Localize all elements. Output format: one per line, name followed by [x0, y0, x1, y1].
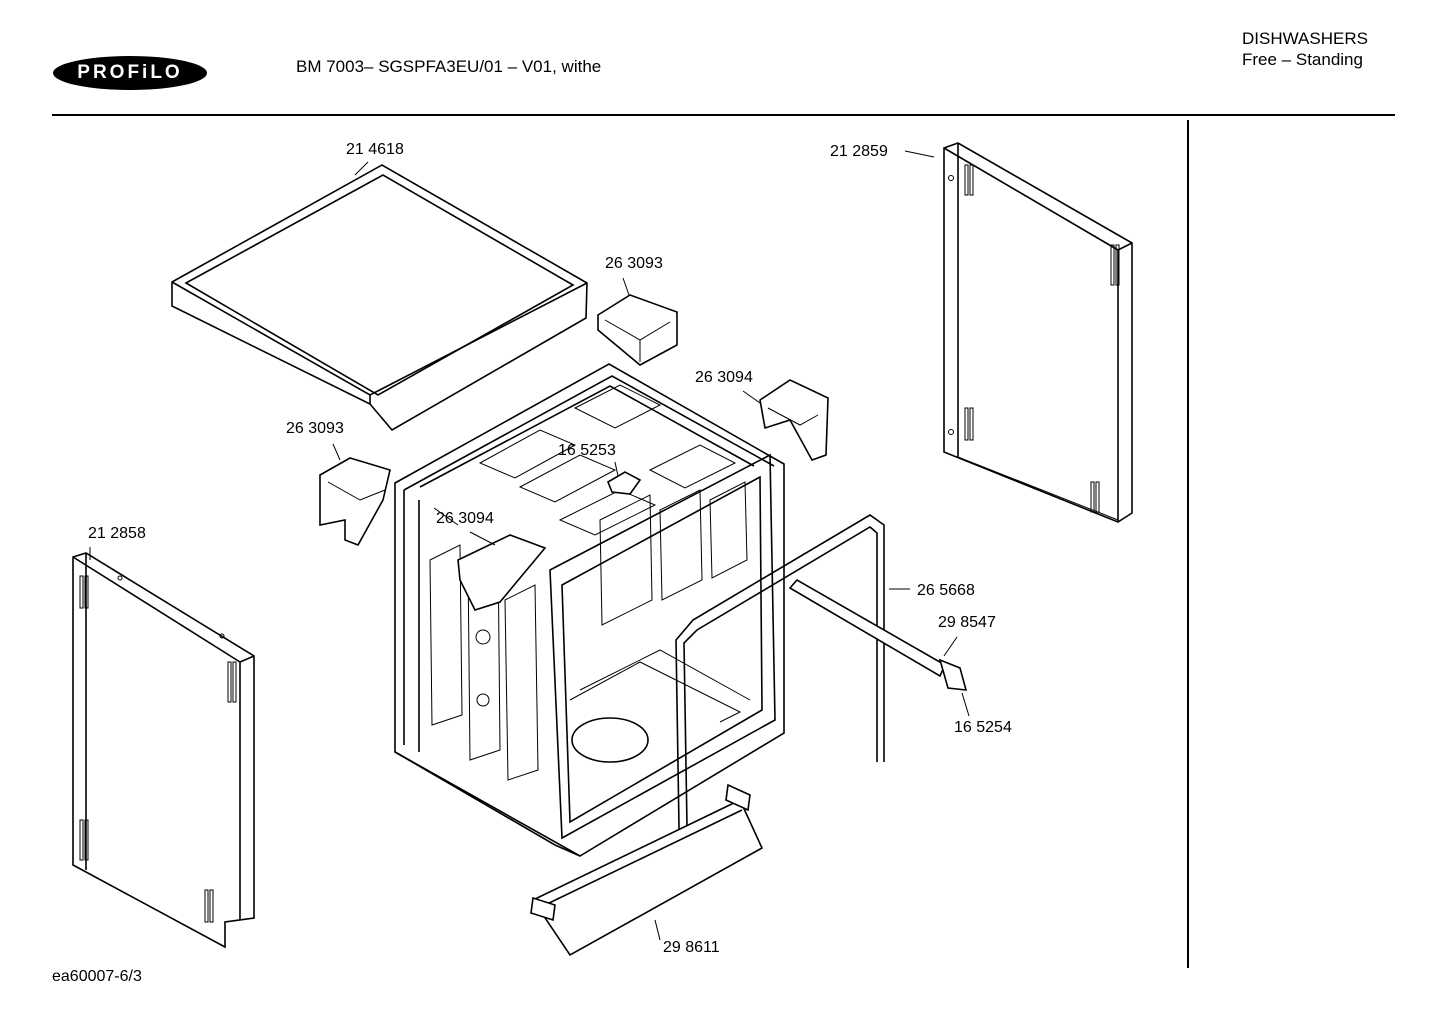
bracket-top-right-part[interactable] — [597, 294, 678, 366]
leader-lines — [89, 150, 970, 941]
brand-name: PROFiLO — [77, 62, 183, 83]
category-title: DISHWASHERS — [1242, 29, 1368, 48]
hinge-bar-part[interactable] — [788, 578, 968, 691]
category-subtitle: Free – Standing — [1242, 50, 1363, 69]
part-label-bracket-inner: 26 3094 — [436, 510, 494, 527]
part-label-hinge-cap: 16 5254 — [954, 719, 1012, 736]
part-label-base-strip: 29 8611 — [663, 939, 720, 956]
top-cover-part[interactable] — [171, 164, 588, 432]
door-seal-part[interactable] — [675, 514, 885, 891]
part-label-bracket-left: 26 3093 — [286, 420, 344, 437]
side-panel-right-part[interactable] — [943, 142, 1133, 523]
part-label-bracket-right: 26 3094 — [695, 369, 753, 386]
part-label-side-panel-right: 21 2859 — [830, 143, 888, 160]
part-label-top-cover: 21 4618 — [346, 141, 404, 158]
bracket-left-part[interactable] — [319, 457, 391, 546]
drawing-code: ea60007-6/3 — [52, 968, 142, 985]
model-title: BM 7003– SGSPFA3EU/01 – V01, withe — [296, 57, 602, 76]
side-panel-left-part[interactable] — [72, 552, 255, 949]
base-strip-part[interactable] — [530, 783, 764, 957]
part-label-door-seal: 26 5668 — [917, 582, 975, 599]
part-label-bracket-top-right: 26 3093 — [605, 255, 663, 272]
tub-body-part[interactable] — [394, 363, 785, 857]
part-label-side-panel-left: 21 2858 — [88, 525, 146, 542]
part-label-hinge-bar: 29 8547 — [938, 614, 996, 631]
right-margin-divider — [1187, 120, 1189, 968]
profilo-logo: PROFiLO — [52, 55, 208, 91]
header-divider — [52, 114, 1395, 116]
bracket-right-part[interactable] — [759, 379, 829, 461]
clip-center-part[interactable] — [607, 471, 642, 495]
bracket-inner-part[interactable] — [457, 534, 547, 611]
part-label-clip-center: 16 5253 — [558, 442, 616, 459]
